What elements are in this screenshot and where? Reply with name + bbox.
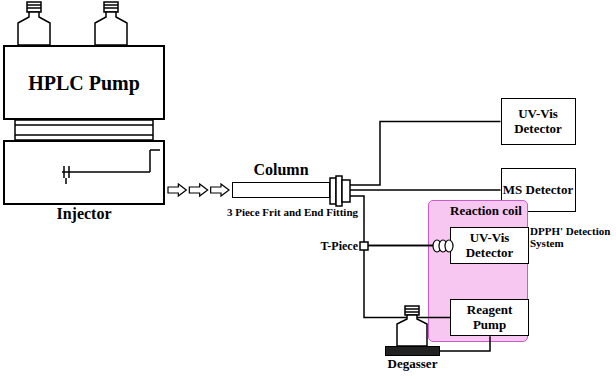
flow-arrow	[211, 184, 229, 196]
connector	[168, 184, 229, 196]
connector	[330, 122, 501, 186]
connector	[330, 196, 450, 246]
connector	[364, 246, 450, 318]
flow-arrow	[168, 184, 186, 196]
pump-box: Reagent Pump	[450, 299, 529, 337]
solvent-bottle	[18, 2, 50, 45]
injector-box: Injector	[3, 140, 165, 205]
node-label: UV-Vis Detector	[502, 107, 575, 136]
degasser-unit: Degasser	[385, 346, 440, 356]
pump-base	[15, 120, 153, 140]
node-label: Degasser	[388, 357, 438, 371]
flow-arrow	[189, 184, 207, 196]
part-label: 3 Piece Frit and End Fitting	[150, 206, 358, 218]
node-label: Reagent Pump	[451, 303, 528, 332]
t-piece	[360, 242, 368, 250]
column-tube: Column	[232, 182, 330, 198]
injector-needle	[62, 150, 160, 184]
tubing-line	[330, 122, 501, 186]
connector	[440, 336, 490, 351]
detection-region: DPPH' Detection SystemUV-Vis DetectorRea…	[428, 200, 528, 342]
reaction-coil	[433, 240, 453, 252]
detector-box: UV-Vis Detector	[450, 227, 529, 265]
connector	[330, 190, 501, 191]
pump-box: HPLC Pump	[3, 45, 165, 120]
reagent-bottle	[397, 306, 427, 346]
node-label: DPPH' Detection System	[530, 225, 614, 249]
node-label: UV-Vis Detector	[451, 231, 528, 260]
node-label: Column	[253, 161, 308, 179]
node-label: HPLC Pump	[28, 72, 140, 94]
detector-box: UV-Vis Detector	[501, 98, 576, 145]
part-label: Reaction coil	[450, 204, 530, 218]
tubing-line	[330, 189, 501, 191]
tubing-line	[440, 336, 490, 351]
part-label: T-Piece	[300, 240, 358, 253]
node-label: MS Detector	[503, 183, 573, 197]
end-fitting	[330, 176, 350, 206]
node-label: Injector	[56, 205, 111, 223]
solvent-bottle	[95, 2, 127, 45]
tubing-line	[364, 246, 450, 318]
tubing-line	[330, 196, 450, 246]
